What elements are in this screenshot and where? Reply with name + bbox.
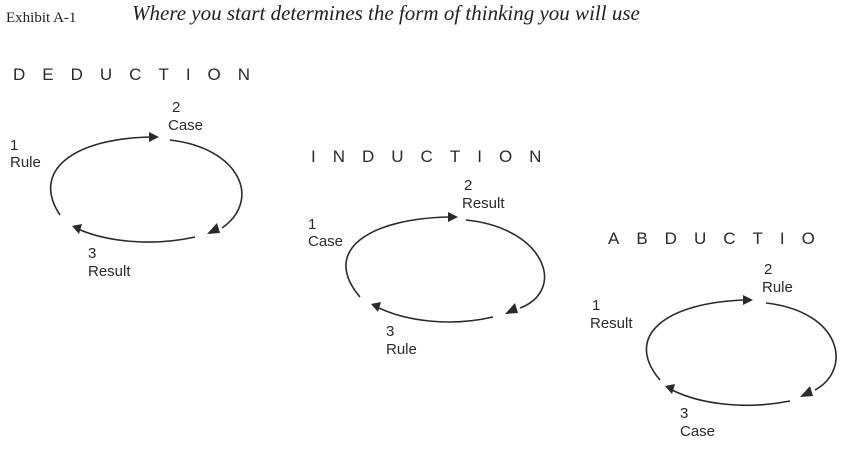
induction-arrowhead-2	[448, 212, 458, 222]
induction-step2-number: 2	[464, 177, 472, 194]
abduction-step3-number: 3	[680, 405, 688, 422]
exhibit-label: Exhibit A-1	[6, 10, 76, 26]
deduction-diagram: DEDUCTION 1 Rule 2 Case 3 Result	[10, 65, 267, 280]
induction-step1-label: Case	[308, 233, 343, 250]
deduction-step1-label: Rule	[10, 154, 41, 171]
deduction-step2-number: 2	[172, 99, 180, 116]
deduction-arc-1-to-2	[49, 136, 153, 216]
abduction-arc-1-to-2	[645, 299, 747, 381]
abduction-step3-label: Case	[680, 423, 715, 440]
induction-arc-2-to-3	[465, 219, 546, 309]
abduction-arrowhead-3	[800, 386, 813, 397]
deduction-step3-number: 3	[88, 245, 96, 262]
deduction-arc-2-to-3	[169, 139, 243, 229]
induction-step3-number: 3	[386, 323, 394, 340]
abduction-diagram: ABDUCTIO 1 Result 2 Rule 3 Case	[590, 229, 837, 440]
abduction-arrowhead-2	[743, 295, 753, 305]
exhibit-title: Where you start determines the form of t…	[132, 1, 640, 25]
abduction-step2-number: 2	[764, 261, 772, 278]
deduction-arrowhead-1	[72, 224, 82, 234]
induction-arc-1-to-2	[345, 216, 452, 298]
induction-heading: INDUCTION	[311, 147, 558, 166]
deduction-arc-3-to-1	[77, 228, 196, 243]
abduction-heading: ABDUCTIO	[608, 229, 832, 248]
deduction-heading: DEDUCTION	[13, 65, 267, 84]
deduction-step2-label: Case	[168, 117, 203, 134]
deduction-arrowhead-2	[149, 132, 159, 142]
induction-arrowhead-3	[505, 303, 518, 314]
abduction-step1-label: Result	[590, 315, 633, 332]
deduction-step1-number: 1	[10, 137, 18, 154]
deduction-arrowhead-3	[207, 223, 220, 234]
induction-step2-label: Result	[462, 195, 505, 212]
induction-diagram: INDUCTION 1 Case 2 Result 3 Rule	[308, 147, 558, 358]
abduction-arc-3-to-1	[671, 389, 791, 407]
abduction-arc-2-to-3	[765, 302, 837, 391]
abduction-step1-number: 1	[592, 297, 600, 314]
abduction-step2-label: Rule	[762, 279, 793, 296]
induction-arc-3-to-1	[376, 306, 494, 323]
induction-step1-number: 1	[308, 216, 316, 233]
induction-step3-label: Rule	[386, 341, 417, 358]
induction-arrowhead-1	[371, 302, 381, 312]
abduction-arrowhead-1	[665, 384, 675, 394]
deduction-step3-label: Result	[88, 263, 131, 280]
